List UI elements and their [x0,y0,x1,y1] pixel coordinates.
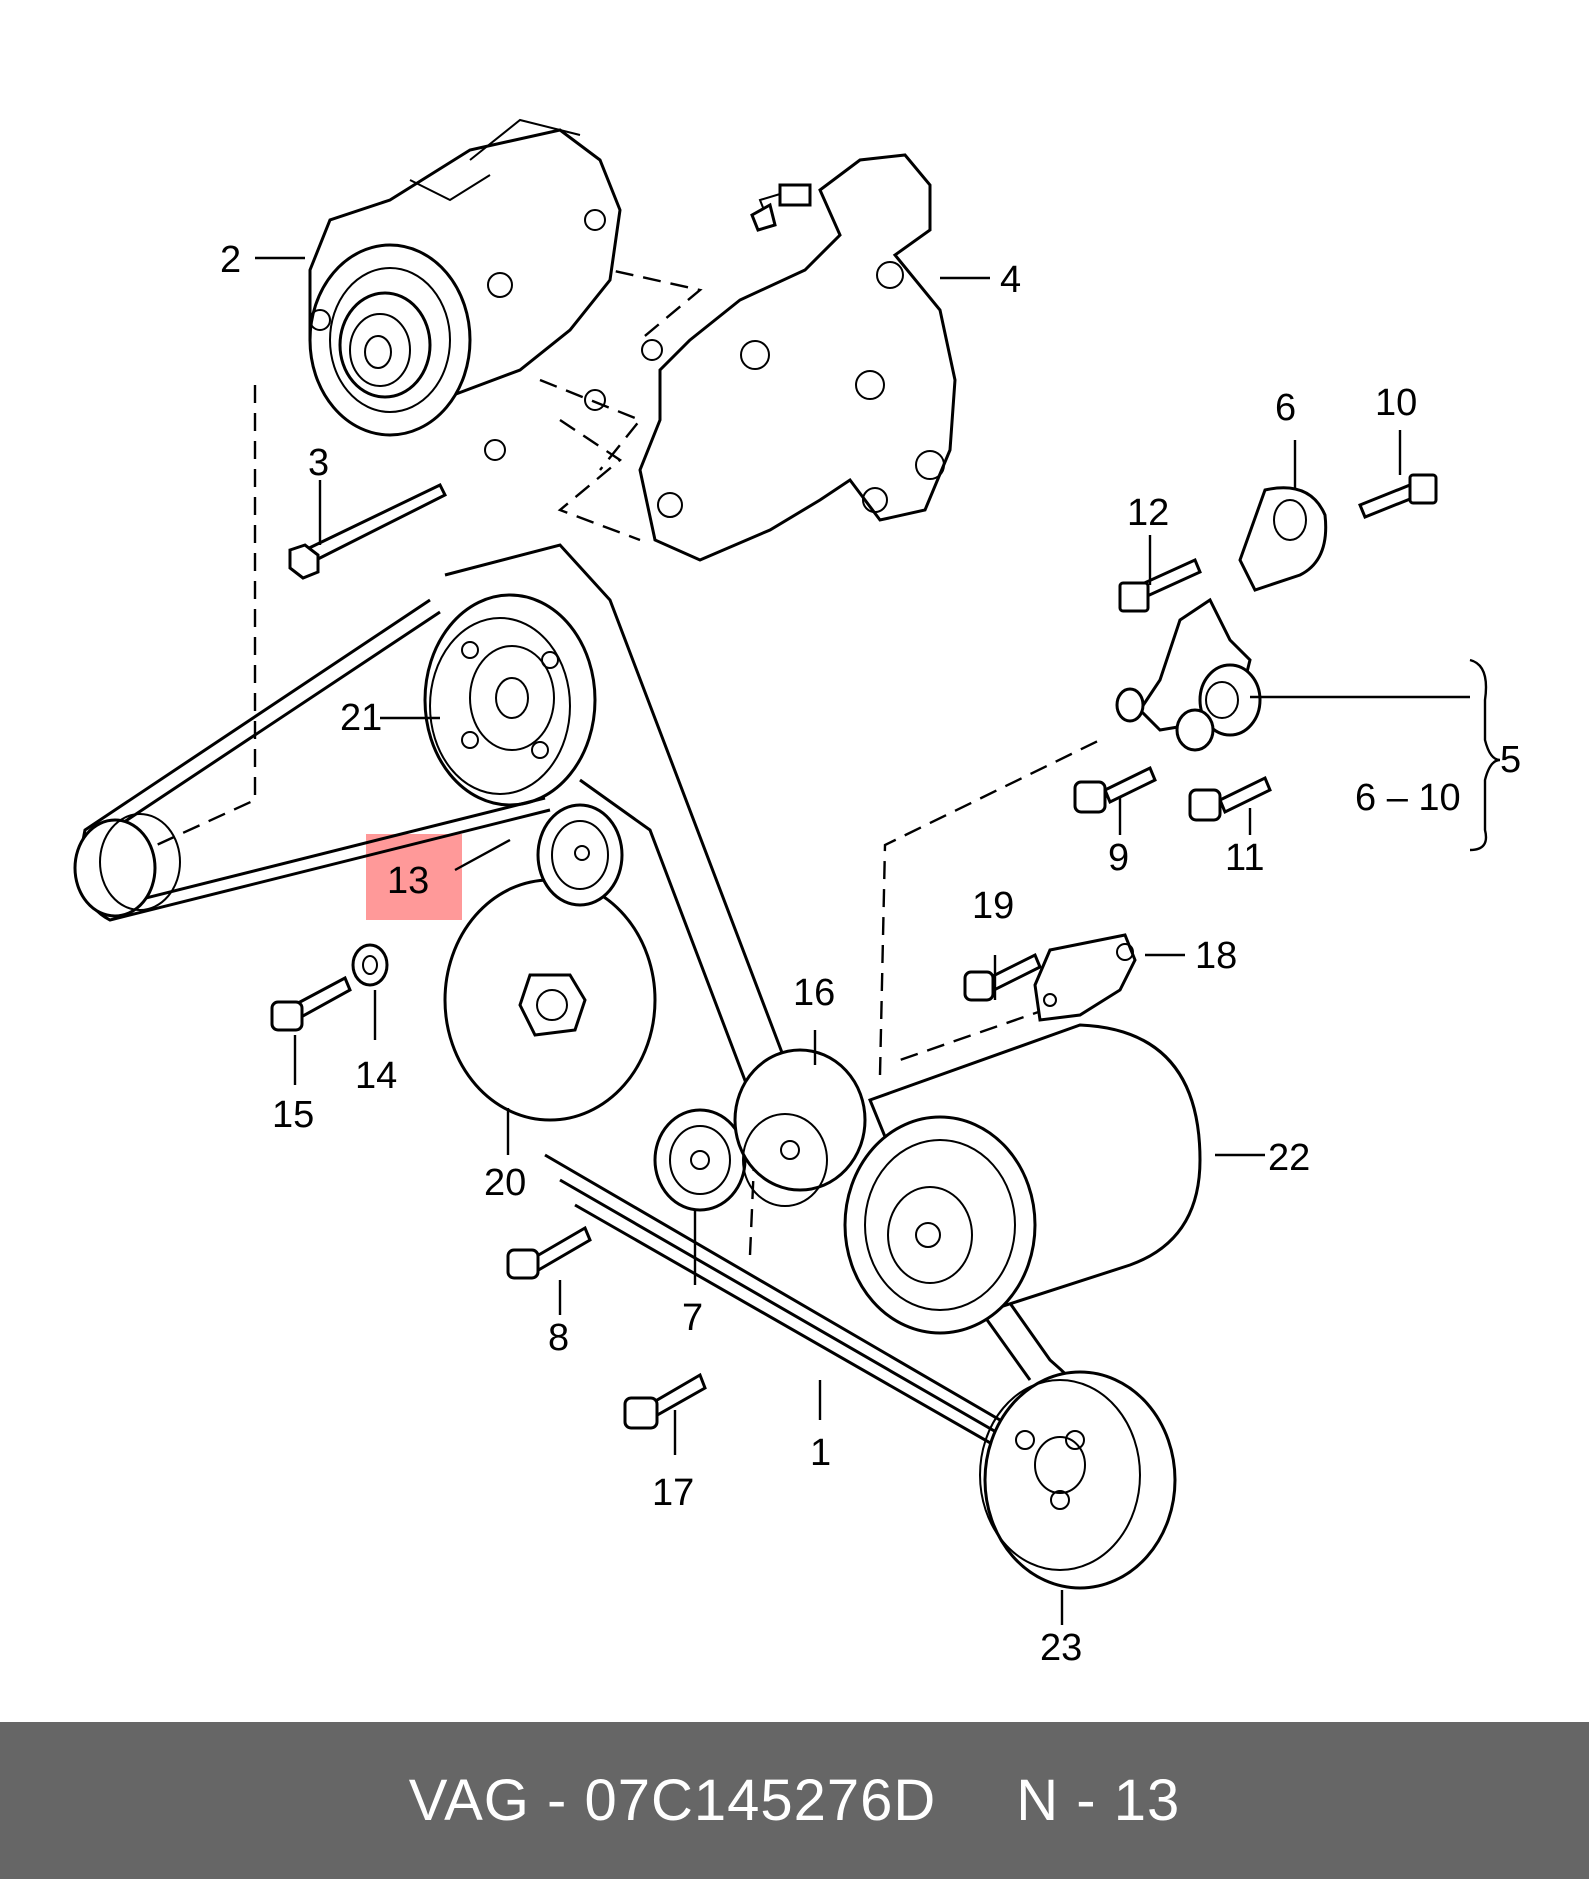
callout-15[interactable]: 15 [272,1094,314,1136]
pulley-part-21 [423,593,597,807]
bracket-part-4 [638,153,957,562]
callout-5[interactable]: 5 [1500,739,1521,781]
bracket-part-18 [1033,933,1137,1022]
callout-6-10[interactable]: 6 – 10 [1355,777,1461,819]
callout-9[interactable]: 9 [1108,837,1129,879]
crank-pulley-part-23 [979,1370,1177,1590]
tensioner-part-20 [443,878,657,1122]
callout-17[interactable]: 17 [652,1472,694,1514]
callout-1[interactable]: 1 [810,1432,831,1474]
position-label: N - 13 [1016,1768,1181,1833]
alternator-part-2 [308,118,622,461]
callouts: 2 4 3 6 10 12 21 5 6 – 10 9 11 13 19 18 … [220,239,1521,1669]
callout-10[interactable]: 10 [1375,382,1417,424]
idler-pulley-part-13 [536,803,624,907]
callout-22[interactable]: 22 [1268,1137,1310,1179]
callout-4[interactable]: 4 [1000,259,1021,301]
leader-lines [255,256,1501,1625]
callout-23[interactable]: 23 [1040,1627,1082,1669]
bolt-part-17 [623,1372,707,1430]
bolt-part-15 [270,975,352,1032]
callout-8[interactable]: 8 [548,1317,569,1359]
callout-6[interactable]: 6 [1275,387,1296,429]
washer-part-14 [351,943,389,987]
idler-part-7 [653,1108,747,1212]
part-number-footer: VAG - 07C145276D N - 13 [0,1722,1589,1879]
part-number-label: VAG - 07C145276D [408,1768,937,1833]
callout-12[interactable]: 12 [1127,492,1169,534]
highlight-box [366,834,462,920]
callout-3[interactable]: 3 [308,442,329,484]
callout-11[interactable]: 11 [1225,837,1264,879]
callout-19[interactable]: 19 [972,885,1014,927]
callout-21[interactable]: 21 [340,697,382,739]
compressor-part-22 [843,1023,1202,1335]
callout-7[interactable]: 7 [682,1297,703,1339]
callout-18[interactable]: 18 [1195,935,1237,977]
tensioner-assembly-part-5 [1073,473,1438,822]
belt-drive-exploded-diagram: 2 4 3 6 10 12 21 5 6 – 10 9 11 13 19 18 … [73,118,1521,1669]
bolt-part-19 [963,952,1042,1002]
callout-13[interactable]: 13 [387,860,429,902]
callout-20[interactable]: 20 [484,1162,526,1204]
idler-part-16 [733,1048,867,1207]
bolt-part-3 [288,483,448,580]
callout-14[interactable]: 14 [355,1055,397,1097]
callout-16[interactable]: 16 [793,972,835,1014]
bolt-part-8 [506,1225,592,1280]
belt-left-loop [73,598,551,922]
callout-2[interactable]: 2 [220,239,241,281]
